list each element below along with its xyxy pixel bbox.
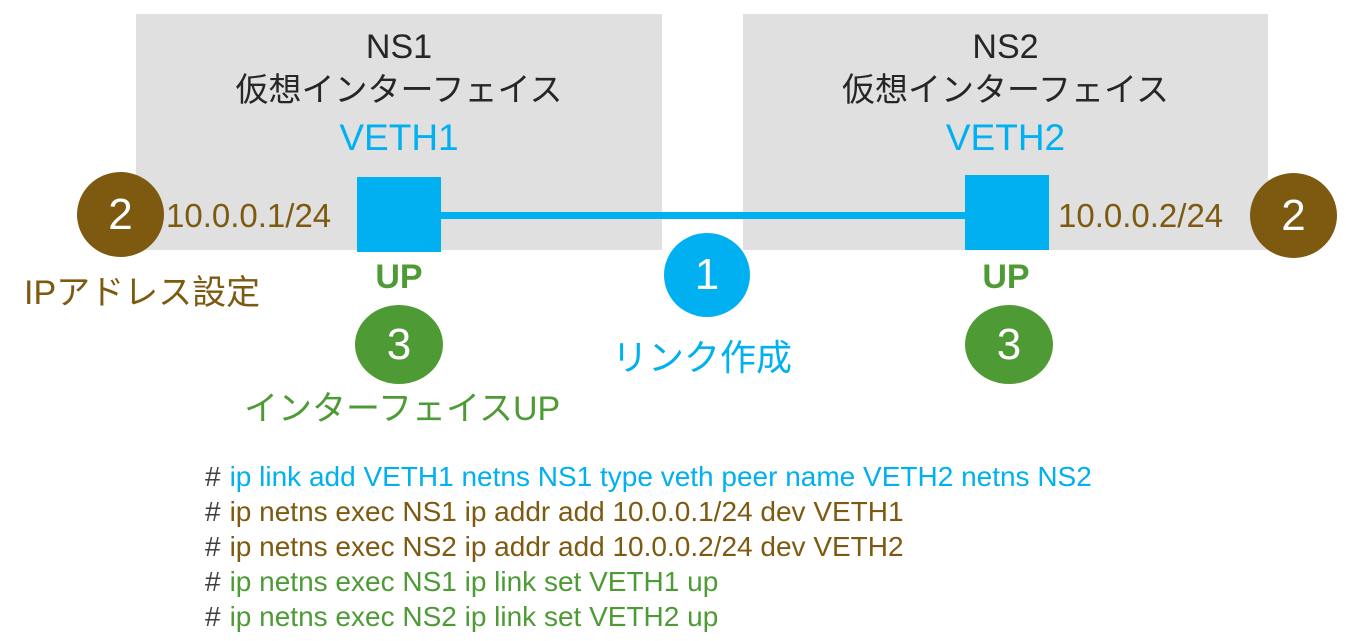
command-text-addr-ns1: ip netns exec NS1 ip addr add 10.0.0.1/2… xyxy=(229,496,904,527)
ns2-title: NS2 xyxy=(972,28,1039,66)
shell-prompt: # xyxy=(205,496,221,527)
shell-prompt: # xyxy=(205,566,221,597)
step1-badge: 1 xyxy=(664,233,750,317)
step3-badge-left: 3 xyxy=(355,305,443,384)
veth1-label: VETH1 xyxy=(339,117,459,158)
step2-badge-right: 2 xyxy=(1250,173,1337,258)
command-line-1: # ip link add VETH1 netns NS1 type veth p… xyxy=(205,459,1092,494)
veth1-up-label: UP xyxy=(375,258,423,296)
step3-number: 3 xyxy=(996,319,1022,369)
shell-prompt: # xyxy=(205,601,221,632)
veth-link-line xyxy=(440,212,966,219)
veth1-ip: 10.0.0.1/24 xyxy=(166,197,332,234)
step1-number: 1 xyxy=(694,250,720,299)
ns2-subtitle: 仮想インターフェイス xyxy=(841,71,1170,108)
veth2-up-label: UP xyxy=(982,258,1030,296)
command-line-2: # ip netns exec NS1 ip addr add 10.0.0.1/… xyxy=(205,494,1092,529)
ns1-title: NS1 xyxy=(365,28,433,66)
command-text-addr-ns2: ip netns exec NS2 ip addr add 10.0.0.2/2… xyxy=(229,531,904,562)
veth1-port xyxy=(357,177,441,252)
shell-prompt: # xyxy=(205,461,221,492)
command-list: # ip link add VETH1 netns NS1 type veth p… xyxy=(205,459,1092,634)
command-line-4: # ip netns exec NS1 ip link set VETH1 up xyxy=(205,564,1092,599)
veth2-label: VETH2 xyxy=(945,117,1066,158)
command-line-5: # ip netns exec NS2 ip link set VETH2 up xyxy=(205,599,1092,634)
step3-caption: インターフェイスUP xyxy=(244,390,561,428)
step2-number: 2 xyxy=(1281,190,1306,240)
command-line-3: # ip netns exec NS2 ip addr add 10.0.0.2/… xyxy=(205,529,1092,564)
shell-prompt: # xyxy=(205,531,221,562)
step2-caption: IPアドレス設定 xyxy=(24,274,261,312)
veth2-port xyxy=(965,175,1049,250)
command-text-up-ns2: ip netns exec NS2 ip link set VETH2 up xyxy=(229,601,719,632)
step2-badge-left: 2 xyxy=(77,172,164,257)
step1-caption: リンク作成 xyxy=(612,337,793,378)
ns1-subtitle: 仮想インターフェイス xyxy=(235,71,563,108)
step3-number: 3 xyxy=(386,319,412,369)
command-text-up-ns1: ip netns exec NS1 ip link set VETH1 up xyxy=(229,566,719,597)
command-text-link-add: ip link add VETH1 netns NS1 type veth pe… xyxy=(229,461,1092,492)
veth2-ip: 10.0.0.2/24 xyxy=(1058,197,1224,234)
step3-badge-right: 3 xyxy=(965,305,1053,384)
step2-number: 2 xyxy=(108,189,133,239)
